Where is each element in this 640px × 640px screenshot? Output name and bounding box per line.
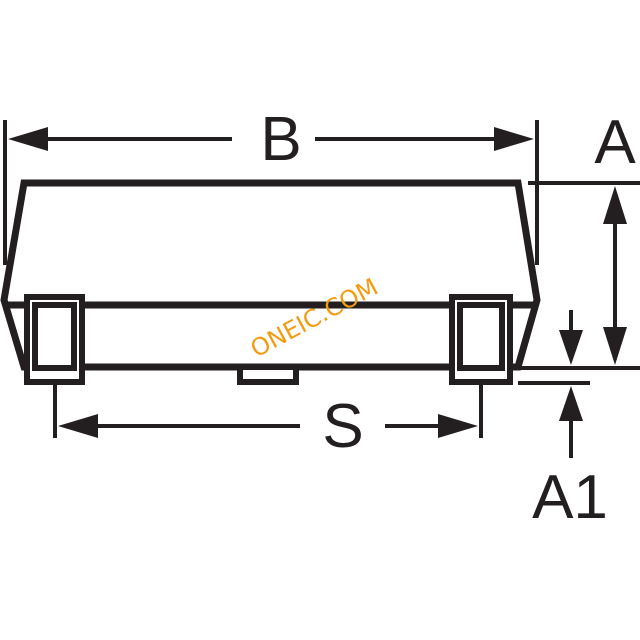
dim-a-arrow-bottom	[603, 327, 627, 365]
dimension-a	[518, 181, 640, 370]
left-terminal	[24, 294, 85, 385]
dim-label-s: S	[322, 392, 363, 461]
right-terminal	[449, 294, 513, 385]
center-tab	[237, 364, 299, 385]
dim-b-arrow-left	[8, 127, 48, 151]
dim-label-b: B	[260, 105, 301, 174]
dim-a1-arrow-down	[559, 330, 583, 365]
dim-s-arrow-right	[438, 414, 478, 438]
watermark-text: ONEIC.COM	[246, 273, 383, 363]
dimension-s	[53, 382, 483, 438]
dim-b-arrow-right	[494, 127, 534, 151]
dim-label-a: A	[594, 108, 636, 177]
dim-a-arrow-top	[603, 186, 627, 224]
dim-label-a1: A1	[532, 463, 608, 532]
dimension-b	[3, 120, 539, 265]
dimension-a1	[518, 310, 590, 458]
dim-a1-arrow-up	[559, 386, 583, 421]
dim-s-arrow-left	[58, 414, 98, 438]
left-terminal-inner	[32, 302, 77, 371]
right-terminal-inner	[457, 302, 505, 371]
